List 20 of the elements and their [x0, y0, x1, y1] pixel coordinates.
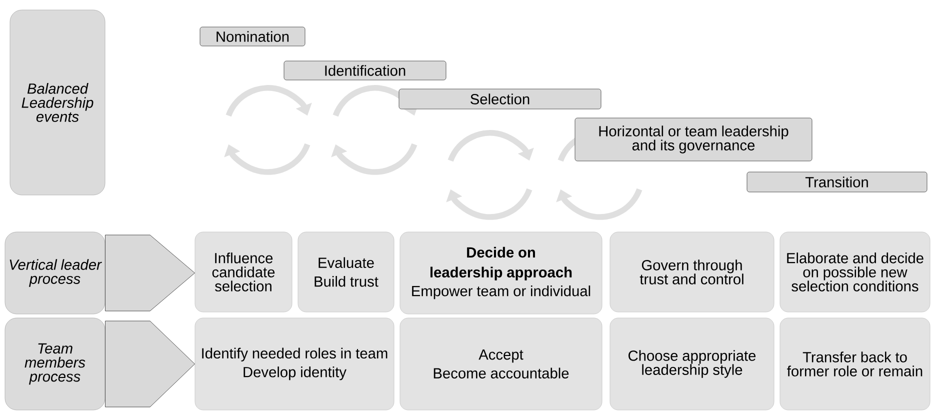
- row-label-box: Team members process: [4, 318, 106, 410]
- event-bar: Transition: [746, 172, 928, 192]
- process-box: Govern through trust and control: [610, 232, 774, 312]
- chevron-arrow: [105, 234, 196, 312]
- process-box: Choose appropriate leadership style: [610, 318, 774, 410]
- process-box: Accept Become accountable: [400, 318, 602, 410]
- process-box: Elaborate and decide on possible new selection conditions: [780, 232, 930, 312]
- event-bar: Selection: [398, 88, 602, 110]
- process-box: Decide on leadership approach Empower team or individual: [400, 232, 602, 314]
- process-box: Identify needed roles in team Develop identity: [194, 318, 394, 410]
- chevron-arrow: [105, 320, 196, 408]
- node-label: Team members process: [24, 343, 86, 385]
- process-box: Evaluate Build trust: [298, 232, 394, 312]
- row-label-box: Balanced Leadership events: [10, 10, 106, 196]
- event-bar: Horizontal or team leadership and its governance: [574, 118, 812, 162]
- row-label-box: Vertical leader process: [4, 232, 106, 314]
- event-bar: Identification: [284, 60, 446, 80]
- event-bar: Nomination: [200, 26, 306, 46]
- process-box: Influence candidate selection: [194, 232, 292, 312]
- process-box: Transfer back to former role or remain: [780, 318, 930, 410]
